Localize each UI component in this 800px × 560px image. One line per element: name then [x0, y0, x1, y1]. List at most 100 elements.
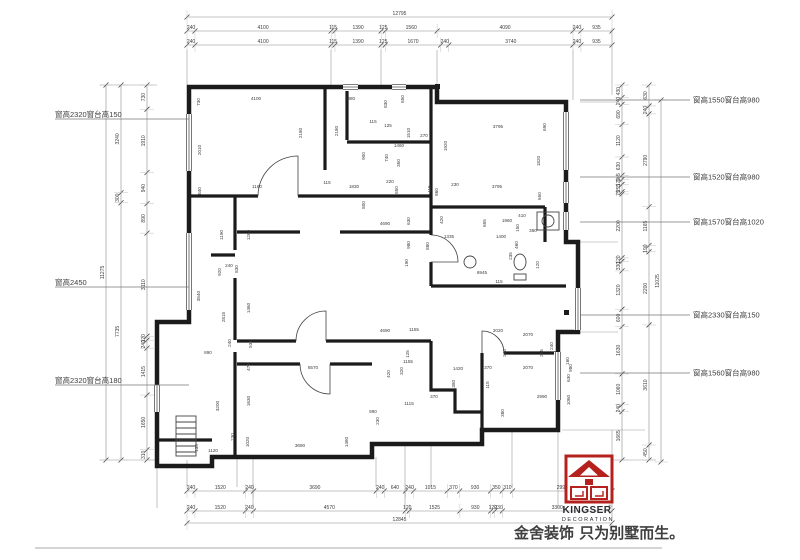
registered-mark: ®	[608, 503, 612, 509]
window-height-label: 窗高1570窗台高1020	[693, 217, 764, 227]
dim-value: 1560	[406, 25, 417, 31]
dim-value: 115	[485, 381, 490, 389]
dim-value: 240	[187, 505, 196, 511]
dim-value: 1415	[141, 366, 147, 377]
dim-value: 370	[449, 485, 458, 491]
dim-value: 2010	[197, 144, 202, 155]
dim-value: 1020	[245, 436, 250, 447]
dim-value: 630	[566, 374, 571, 382]
dim-value: 1460	[246, 302, 251, 313]
dim-value: 240	[643, 106, 649, 115]
dim-value: 650	[537, 192, 542, 200]
dim-value: 160	[565, 357, 570, 365]
dim-value: 1520	[215, 505, 226, 511]
dim-value: 450	[643, 448, 649, 457]
dim-value: 320	[399, 367, 404, 375]
dim-value: 240	[225, 263, 233, 268]
dim-value: 630	[406, 217, 411, 225]
dim-value: 240	[376, 485, 385, 491]
dim-value: 1120	[208, 448, 218, 453]
stairs	[175, 415, 197, 457]
dim-value: 1630	[246, 395, 251, 406]
dim-value: 2815	[221, 311, 226, 322]
dim-value: 190	[404, 259, 409, 267]
dim-value: 980	[568, 364, 573, 372]
dim-value: 1830	[349, 184, 360, 189]
dim-value: 730	[196, 98, 201, 106]
dim-value: 800	[361, 201, 366, 209]
dim-value: 890	[204, 350, 212, 355]
dim-value: 3110	[141, 279, 147, 290]
brand-name: KINGSER	[562, 505, 611, 516]
dim-chain-bottom-overall: 12845	[184, 516, 615, 530]
dim-value: 1400	[496, 234, 507, 239]
dim-value: 3690	[295, 443, 306, 448]
dim-value: 470	[246, 363, 251, 371]
dim-value: 420	[386, 370, 391, 378]
dim-value: 120	[403, 505, 412, 511]
column-markers	[185, 84, 569, 315]
dim-value: 11025	[655, 274, 661, 288]
dim-value: 2070	[523, 332, 534, 337]
dim-value: 240	[573, 25, 582, 31]
dim-value: 990	[369, 409, 377, 414]
dim-value: 240	[549, 342, 554, 350]
dim-value: 135	[194, 444, 199, 452]
dim-value: 240	[141, 340, 147, 349]
dim-value: 255	[539, 349, 544, 357]
window-height-label: 窗高2330窗台高150	[693, 310, 760, 320]
window-height-label: 窗高1550窗台高980	[693, 95, 760, 105]
dim-value: 4100	[251, 96, 262, 101]
dim-value: 690	[616, 110, 622, 119]
brand-slogan: 金舍装饰 只为别墅而生。	[513, 524, 684, 542]
dim-value: 270	[420, 133, 428, 138]
dim-value: 1115	[404, 401, 414, 406]
dim-value: 640	[391, 485, 400, 491]
dim-value: 1390	[353, 39, 364, 45]
dim-value: 120	[535, 261, 540, 269]
window	[574, 288, 582, 330]
window-symbols	[153, 83, 582, 412]
dim-value: 120	[616, 255, 622, 264]
dim-value: 1390	[353, 25, 364, 31]
dim-value: 940	[141, 184, 147, 193]
dim-value: 1520	[215, 485, 226, 491]
dim-value: 2200	[643, 283, 649, 294]
dim-value: 890	[141, 214, 147, 223]
dim-value: 120	[141, 334, 147, 343]
dim-value: 850	[394, 186, 399, 194]
dim-value: 2790	[643, 155, 649, 166]
window	[562, 182, 570, 203]
dim-value: 900	[361, 152, 366, 160]
dim-chain-right-inner: 4302406901120630145170255752200120330132…	[615, 82, 629, 463]
interior-walls	[157, 87, 566, 457]
dim-value: 1670	[407, 39, 418, 45]
window	[562, 212, 570, 230]
dim-value: 3300	[552, 505, 563, 511]
dim-value: 1630	[616, 345, 622, 356]
dim-value: 1060	[616, 384, 622, 395]
dim-value: 460	[514, 241, 519, 249]
dim-value: 1155	[409, 327, 419, 332]
dim-value: 2200	[616, 220, 622, 231]
dim-value: 240	[245, 505, 254, 511]
dim-value: 410	[518, 213, 526, 218]
dim-value: 1015	[425, 485, 436, 491]
dim-value: 6945	[477, 270, 488, 275]
dim-value: 1380	[451, 379, 456, 390]
dim-value: 240	[441, 39, 450, 45]
dim-value: 240	[245, 485, 254, 491]
window-height-label: 窗高1520窗台高980	[693, 172, 760, 182]
dim-value: 1335	[444, 234, 455, 239]
dim-value: 115	[329, 39, 337, 45]
dim-value: 1525	[429, 505, 440, 511]
dim-value: 2180	[298, 127, 303, 138]
dim-chain-top-overall: 12795	[184, 10, 615, 24]
dim-value: 1910	[141, 135, 147, 146]
dim-value: 2990	[537, 394, 548, 399]
dim-value: 4100	[258, 25, 269, 31]
